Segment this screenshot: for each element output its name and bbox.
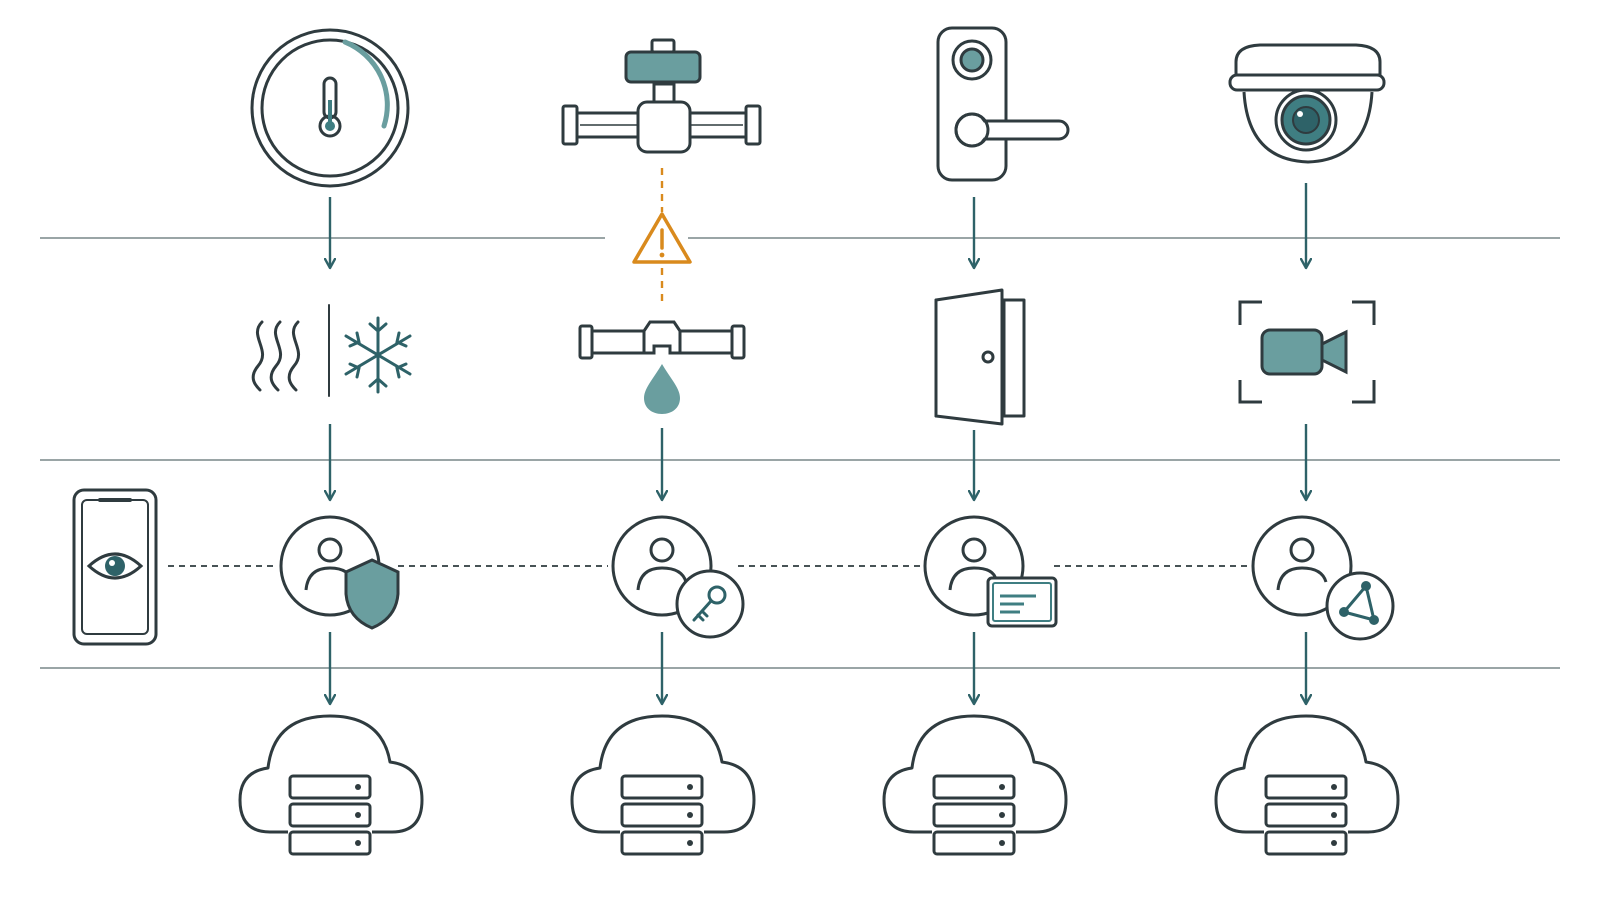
cloud-server-icon (1214, 714, 1400, 856)
flow-arrows (330, 183, 1306, 704)
leak-pipe-icon (578, 320, 746, 414)
cloud-server-icon (238, 714, 424, 856)
open-door-icon (934, 288, 1026, 426)
user-shield-icon (279, 515, 400, 630)
cloud-server-icon (570, 714, 756, 856)
video-capture-icon (1238, 300, 1376, 404)
cloud-server-icon (882, 714, 1068, 856)
smart-lock-icon (936, 26, 1070, 182)
warning-icon (632, 212, 692, 264)
heat-cool-icon (251, 304, 412, 397)
phone-eye-icon (72, 488, 158, 646)
dome-camera-icon (1228, 43, 1386, 164)
user-network-icon (1251, 515, 1395, 641)
water-valve-icon (561, 38, 762, 154)
user-id-card-icon (923, 515, 1058, 628)
user-key-icon (611, 515, 745, 639)
thermostat-icon (250, 28, 410, 188)
